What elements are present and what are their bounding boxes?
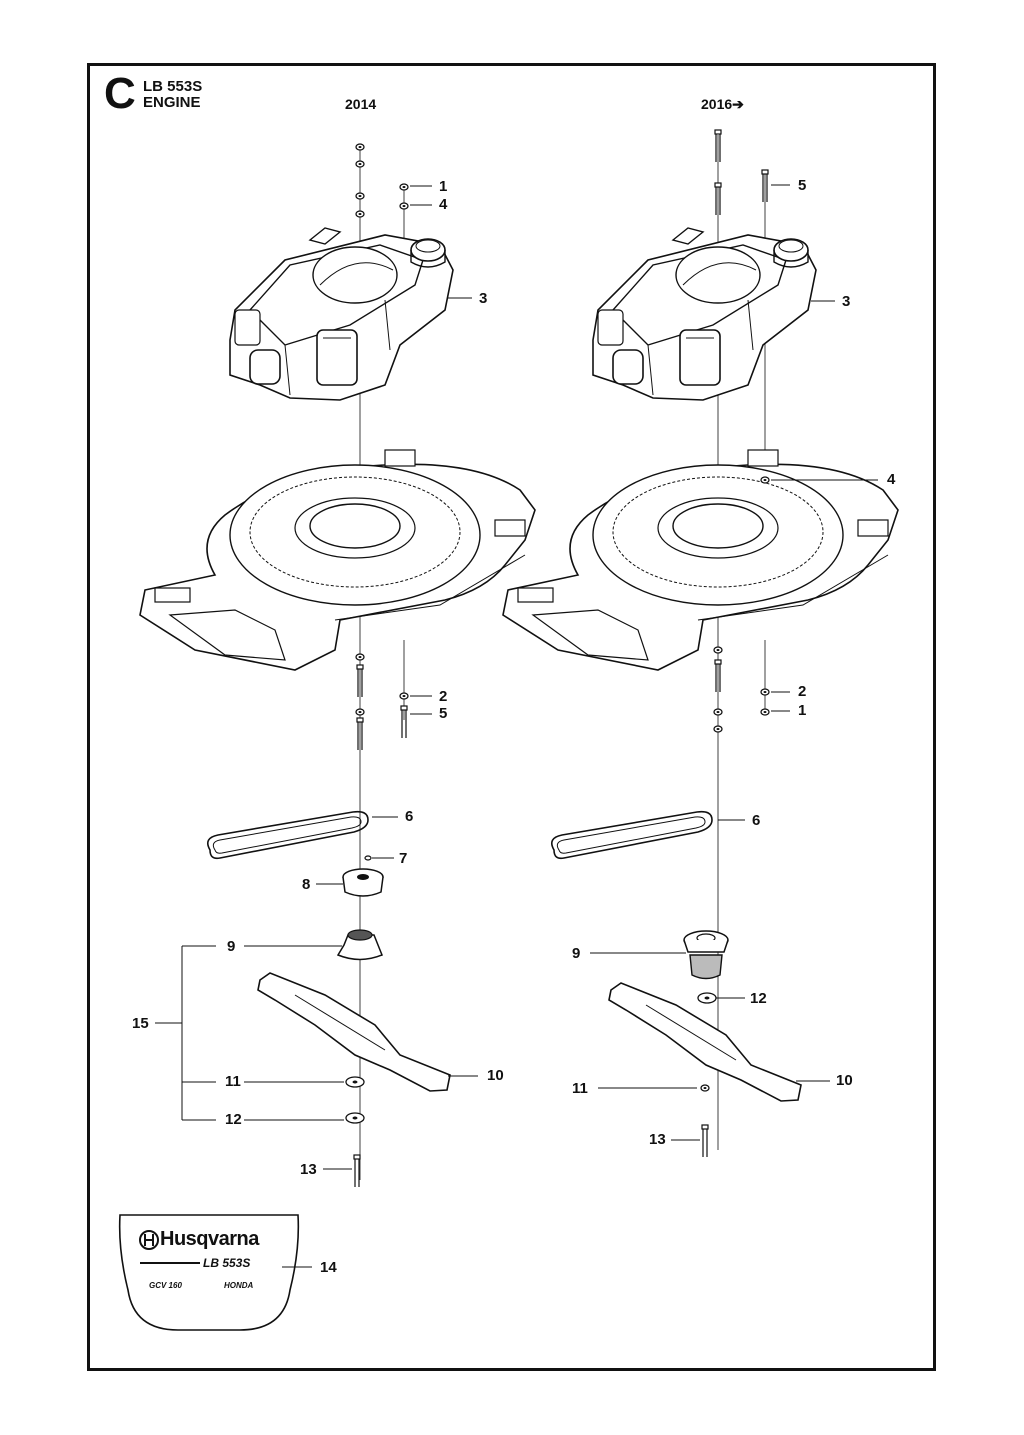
leaders-right: [590, 184, 878, 1141]
callout-4-left: 4: [439, 196, 448, 213]
blade-adapter-left: [336, 929, 383, 961]
callout-13-left: 13: [300, 1161, 317, 1178]
callout-13-right: 13: [649, 1131, 666, 1148]
callout-7-left: 7: [399, 850, 408, 867]
washer-11-right: [700, 1084, 710, 1092]
callout-9-left: 9: [227, 938, 236, 955]
callout-5-left: 5: [439, 705, 448, 722]
washer-12-right: [697, 992, 717, 1004]
model-title: LB 553S: [143, 78, 203, 95]
husqvarna-logo-icon: [139, 1230, 159, 1250]
year-label-2014: 2014: [345, 96, 377, 112]
callout-15-left: 15: [132, 1015, 149, 1032]
decal-engine-brand: HONDA: [224, 1281, 254, 1290]
callout-12-right: 12: [750, 990, 767, 1007]
drive-belt-left: [206, 810, 369, 860]
blade-left: [257, 972, 451, 1092]
decal-label: [118, 1214, 312, 1331]
callout-10-right: 10: [836, 1072, 853, 1089]
section-letter: C: [104, 69, 136, 118]
cutting-deck-right: [502, 449, 899, 671]
callout-12-left: 12: [225, 1111, 242, 1128]
callout-4-right: 4: [887, 471, 896, 488]
callout-3-left: 3: [479, 290, 488, 307]
group-title: ENGINE: [143, 94, 201, 111]
bolt-stack-left: [355, 143, 409, 218]
decal-model: LB 553S: [203, 1256, 251, 1270]
callout-6-left: 6: [405, 808, 414, 825]
deck-bolts-left: [355, 653, 409, 751]
washer-11-left: [345, 1076, 365, 1088]
cutting-deck-left: [139, 449, 536, 671]
callout-14: 14: [320, 1259, 337, 1276]
leaders-left: [155, 185, 478, 1170]
year-text: 2016: [701, 96, 733, 112]
callout-2-right: 2: [798, 683, 807, 700]
callout-11-right: 11: [572, 1080, 588, 1097]
callout-2-left: 2: [439, 688, 448, 705]
blade-bolt-left: [353, 1154, 361, 1188]
callout-3-right: 3: [842, 293, 851, 310]
callout-6-right: 6: [752, 812, 761, 829]
callout-9-right: 9: [572, 945, 581, 962]
year-label-2016: 2016➔: [701, 96, 744, 113]
pulley-left: [342, 855, 384, 897]
callout-11-left: 11: [225, 1073, 241, 1090]
blade-bolt-right: [701, 1124, 709, 1158]
arrow-right-icon: ➔: [732, 96, 744, 112]
blade-adapter-right: [683, 930, 729, 980]
diagram-frame: [87, 63, 936, 1371]
callout-1-right: 1: [798, 702, 807, 719]
drive-belt-right: [550, 810, 713, 860]
callout-8-left: 8: [302, 876, 311, 893]
callout-10-left: 10: [487, 1067, 504, 1084]
washer-12-left: [345, 1112, 365, 1124]
decal-brand: Husqvarna: [160, 1228, 259, 1250]
decal-engine: GCV 160: [149, 1281, 182, 1290]
callout-5-right: 5: [798, 177, 807, 194]
engine-right: [592, 227, 817, 401]
bolt-stack-right: [714, 129, 769, 216]
engine-left: [229, 227, 454, 401]
callout-1-left: 1: [439, 178, 448, 195]
